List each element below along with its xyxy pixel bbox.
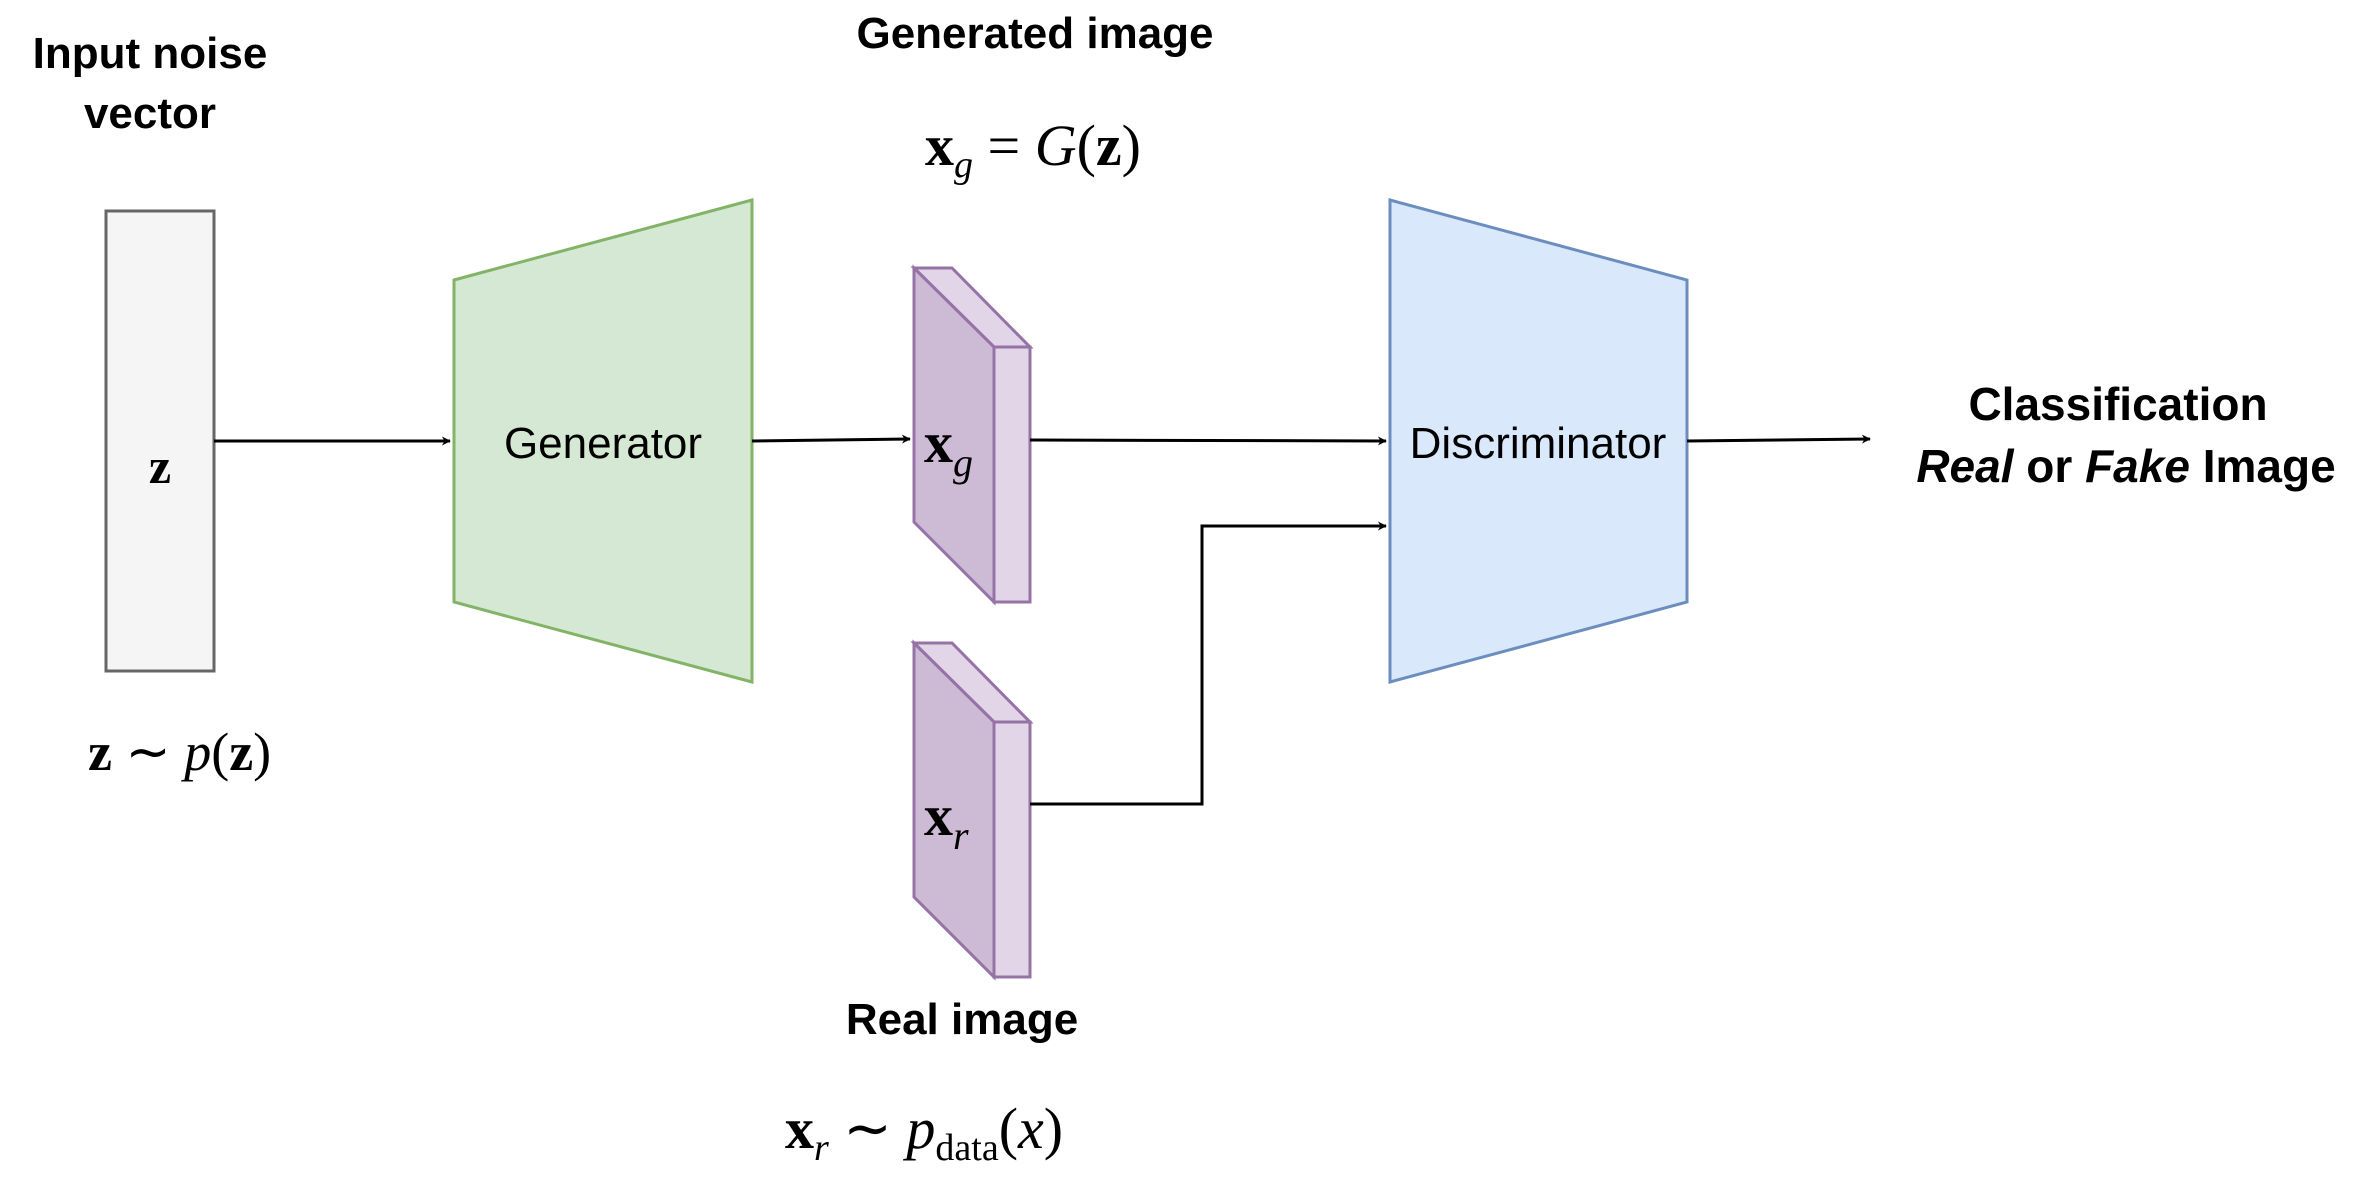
classification-label-line2: Real or Fake Image [1916,440,2335,492]
classification-image: Image [2190,440,2336,492]
classification-label-line1: Classification [1968,378,2267,430]
arrow-generator-to-xg [751,434,911,444]
real-image-slab [910,639,1034,981]
z-dist-close: ) [253,722,271,782]
discriminator-block [1388,198,1689,684]
input-noise-label-line2: vector [84,89,216,138]
real-image-label: Real image [846,995,1078,1044]
arrow-xg-to-discriminator [1029,436,1387,446]
xr-dist-tilde: ∼ [829,1096,907,1161]
classification-or: or [2014,440,2086,492]
xr-dist-close: ) [1044,1096,1063,1161]
xg-eq-G: G [1035,113,1077,178]
noise-vector-box [104,209,216,673]
xg-eq-sub: g [954,144,973,186]
z-dist-b: z [229,722,253,782]
xg-box-x: x [924,410,953,475]
generator-block [452,198,754,684]
z-dist-a: z [88,722,112,782]
xr-dist-open: ( [999,1096,1018,1161]
xg-eq-open: ( [1077,113,1096,178]
xr-box-sub: r [953,813,969,858]
arrow-discriminator-to-output [1686,434,1871,444]
z-dist-tilde: ∼ [112,722,184,782]
classification-real: Real [1916,440,2014,492]
generated-image-label: Generated image [856,9,1213,58]
xg-eq-close: ) [1122,113,1141,178]
z-dist-open: ( [211,722,229,782]
xr-box-label: xr [924,783,969,858]
generator-label: Generator [504,419,702,468]
xg-box-label: xg [924,410,973,485]
z-symbol: z [149,438,171,494]
input-noise-label-line1: Input noise [33,29,268,78]
xg-box-sub: g [953,440,973,485]
z-dist-p: p [180,722,211,782]
classification-fake: Fake [2085,440,2190,492]
z-distribution: z ∼ p(z) [88,722,271,782]
xr-distribution: xr ∼ pdata(x) [785,1096,1063,1169]
arrow-xr-to-discriminator [1030,521,1387,806]
xr-dist-x: x [785,1096,814,1161]
discriminator-label: Discriminator [1410,419,1667,468]
xr-dist-p: p [902,1096,935,1161]
xg-eq-eq: = [973,113,1035,178]
xg-equation: xg = G(z) [925,113,1141,186]
xg-eq-x: x [925,113,954,178]
xg-eq-z: z [1096,113,1122,178]
generated-image-slab [910,264,1034,606]
xr-dist-data: data [935,1127,998,1169]
xr-box-x: x [924,783,953,848]
xr-dist-sub: r [814,1127,829,1169]
xr-dist-arg: x [1017,1096,1044,1161]
